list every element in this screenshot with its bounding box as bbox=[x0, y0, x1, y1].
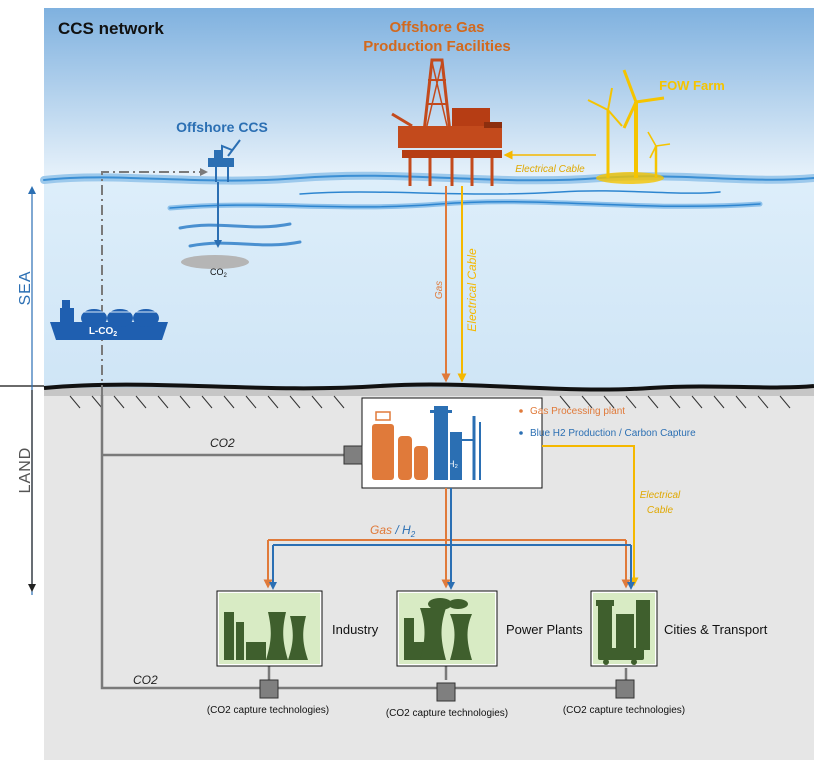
ground-hatch-mark bbox=[201, 395, 213, 409]
ccs-rig-icon bbox=[208, 139, 241, 182]
ground-hatch-mark bbox=[603, 395, 615, 409]
land-label: LAND bbox=[17, 447, 34, 494]
ground-hatch-mark bbox=[69, 395, 81, 409]
ground-hatch-mark bbox=[669, 395, 681, 409]
cities-transport-label: Cities & Transport bbox=[664, 622, 768, 637]
ground-hatch-mark bbox=[223, 395, 235, 409]
gas-processing-label: Gas Processing plant bbox=[530, 406, 625, 417]
land-electrical-cable bbox=[542, 445, 639, 587]
industry-label: Industry bbox=[332, 622, 379, 637]
h2-tag: H₂ bbox=[448, 459, 458, 469]
ground-hatch-mark bbox=[91, 395, 103, 409]
seabed-line bbox=[0, 382, 814, 396]
power-plant-icon bbox=[404, 598, 472, 660]
ground-hatch-mark bbox=[289, 395, 301, 409]
h2-distribution bbox=[269, 488, 635, 590]
ground-hatch-mark bbox=[779, 395, 791, 409]
electrical-cable-vertical-label: Electrical Cable bbox=[465, 248, 479, 332]
industry-capture-unit bbox=[259, 679, 279, 699]
ground-hatch-mark bbox=[157, 395, 169, 409]
offshore-gas-title-line2: Production Facilities bbox=[363, 38, 511, 55]
ground-hatch-mark bbox=[311, 395, 323, 409]
ground-hatch-mark bbox=[245, 395, 257, 409]
h2-bullet bbox=[519, 431, 523, 435]
fow-farm-label: FOW Farm bbox=[659, 78, 725, 93]
sea-electrical-cable-h-label: Electrical Cable bbox=[515, 164, 585, 175]
h2-plant-icon bbox=[430, 406, 481, 480]
offshore-gas-title-line1: Offshore Gas bbox=[389, 19, 484, 36]
city-transport-icon bbox=[596, 600, 650, 665]
co2-reservoir-mound bbox=[181, 255, 249, 269]
gas-h2-label: Gas / H2 bbox=[370, 523, 416, 539]
ground-hatch-mark bbox=[691, 395, 703, 409]
sea-label: SEA bbox=[17, 270, 34, 305]
ship-label: L-CO2 bbox=[89, 326, 117, 338]
sea-background bbox=[44, 180, 814, 388]
ground-hatch-mark bbox=[647, 395, 659, 409]
industry-capture-caption: (CO2 capture technologies) bbox=[207, 705, 329, 716]
ground-hatch-mark bbox=[333, 395, 345, 409]
ground-hatch-mark bbox=[267, 395, 279, 409]
blue-h2-label: Blue H2 Production / Carbon Capture bbox=[530, 428, 696, 439]
gas-tanks-icon bbox=[372, 411, 428, 480]
ground-hatch-mark bbox=[735, 395, 747, 409]
land-electrical-cable-label-line1: Electrical bbox=[640, 490, 681, 501]
offshore-ccs-label: Offshore CCS bbox=[176, 119, 268, 135]
oil-platform-icon bbox=[391, 58, 502, 186]
factory-icon bbox=[224, 612, 308, 660]
diagram-title: CCS network bbox=[58, 19, 164, 38]
gas-plant-bullet bbox=[519, 409, 523, 413]
ground-hatch-mark bbox=[179, 395, 191, 409]
cities-capture-caption: (CO2 capture technologies) bbox=[563, 705, 685, 716]
co2-upper-label: CO2 bbox=[210, 436, 235, 450]
lng-ship-icon bbox=[50, 300, 168, 340]
ground-hatch-mark bbox=[581, 395, 593, 409]
land-electrical-cable-label-line2: Cable bbox=[647, 505, 674, 516]
ground-hatch-mark bbox=[559, 395, 571, 409]
power-plant-capture-caption: (CO2 capture technologies) bbox=[386, 708, 508, 719]
co2-reservoir-label: CO2 bbox=[210, 267, 228, 279]
wind-turbine-icon bbox=[587, 69, 671, 184]
sea-surface-waves bbox=[40, 171, 814, 248]
ground-hatch-mark bbox=[113, 395, 125, 409]
gas-distribution bbox=[263, 488, 631, 589]
co2-lower-label: CO2 bbox=[133, 673, 158, 687]
power-plant-capture-unit bbox=[436, 682, 456, 702]
power-plants-label: Power Plants bbox=[506, 622, 583, 637]
ground-hatch-mark bbox=[757, 395, 769, 409]
ground-hatch-mark bbox=[625, 395, 637, 409]
ground-hatch-mark bbox=[135, 395, 147, 409]
processing-capture-unit bbox=[343, 445, 363, 465]
gas-vertical-label: Gas bbox=[434, 281, 445, 299]
ground-hatch-mark bbox=[713, 395, 725, 409]
cities-capture-unit bbox=[615, 679, 635, 699]
ground-hatching bbox=[69, 395, 791, 409]
